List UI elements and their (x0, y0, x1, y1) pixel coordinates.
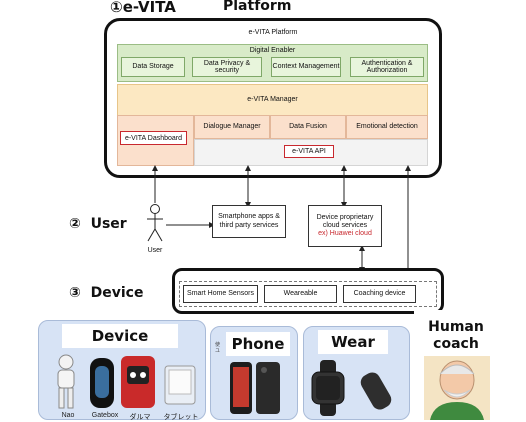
user-stick-figure-icon (147, 204, 163, 242)
emotional-detection-box: Emotional detection (346, 115, 428, 139)
evita-api-box: e-VITA API (284, 145, 334, 158)
platform-heading: Platform (223, 0, 292, 14)
data-fusion-label: Data Fusion (289, 123, 327, 131)
context-management-label: Context Management (272, 63, 340, 71)
digital-enabler-title: Digital Enabler (249, 47, 296, 54)
daruma-caption: ダルマ (129, 414, 151, 421)
tablet-caption: タブレット (163, 414, 199, 421)
wearables-icon (311, 360, 392, 416)
phone-panel-title: Phone (226, 332, 290, 356)
data-fusion-box: Data Fusion (270, 115, 346, 139)
device-section-label: ③ Device (69, 285, 144, 301)
smart-home-sensors-box: Smart Home Sensors (183, 285, 258, 303)
human-coach-icon (424, 356, 490, 420)
wearable-label: Weareable (283, 289, 318, 297)
user-caption: User (147, 247, 163, 254)
smartphone-apps-box: Smartphone apps & third party services (212, 205, 286, 238)
nao-caption: Nao (61, 412, 75, 419)
nao-robot-icon (57, 354, 75, 409)
emotional-detection-label: Emotional detection (356, 123, 418, 131)
smartphone-apps-label: Smartphone apps & third party services (218, 213, 280, 229)
tablet-device-icon (164, 365, 196, 405)
data-privacy-label: Data Privacy & security (203, 59, 251, 74)
cloud-services-box: Device proprietary cloud services ex) Hu… (308, 205, 382, 247)
authentication-label: Authentication & Authorization (361, 59, 413, 74)
cloud-services-label: Device proprietary cloud services (316, 213, 374, 229)
authentication-box: Authentication & Authorization (350, 57, 424, 77)
gatebox-device-icon (90, 358, 114, 408)
daruma-robot-icon (121, 356, 155, 408)
wear-panel-title: Wear (318, 330, 388, 354)
device-photos (57, 354, 196, 409)
gatebox-caption: Gatebox (91, 412, 119, 419)
evita-api-label: e-VITA API (292, 148, 326, 155)
cloud-example-label: ex) Huawei cloud (318, 230, 372, 238)
platform-number-label: ①e-VITA (110, 0, 176, 16)
device-panel-title: Device (62, 324, 178, 348)
dialogue-manager-label: Dialogue Manager (203, 123, 261, 131)
coach-panel-title: Human coach (414, 315, 498, 357)
evita-manager-title: e-VITA Manager (247, 96, 298, 103)
coaching-device-label: Coaching device (353, 289, 406, 297)
context-management-box: Context Management (271, 57, 341, 77)
user-section-label: ② User (69, 216, 127, 232)
data-storage-box: Data Storage (121, 57, 185, 77)
device-dashed-group (179, 281, 437, 307)
data-privacy-box: Data Privacy & security (192, 57, 262, 77)
wearable-box: Weareable (264, 285, 337, 303)
evita-dashboard-label: e-VITA Dashboard (124, 134, 183, 142)
evita-dashboard-box: e-VITA Dashboard (120, 131, 187, 145)
smartphone-icon (230, 362, 280, 414)
smart-home-sensors-label: Smart Home Sensors (187, 289, 254, 297)
data-storage-label: Data Storage (132, 63, 174, 71)
platform-box-title: e-VITA Platform (248, 29, 298, 36)
coaching-device-box: Coaching device (343, 285, 416, 303)
dialogue-manager-box: Dialogue Manager (194, 115, 270, 139)
phone-side-caption: 使 ユ (215, 342, 221, 354)
